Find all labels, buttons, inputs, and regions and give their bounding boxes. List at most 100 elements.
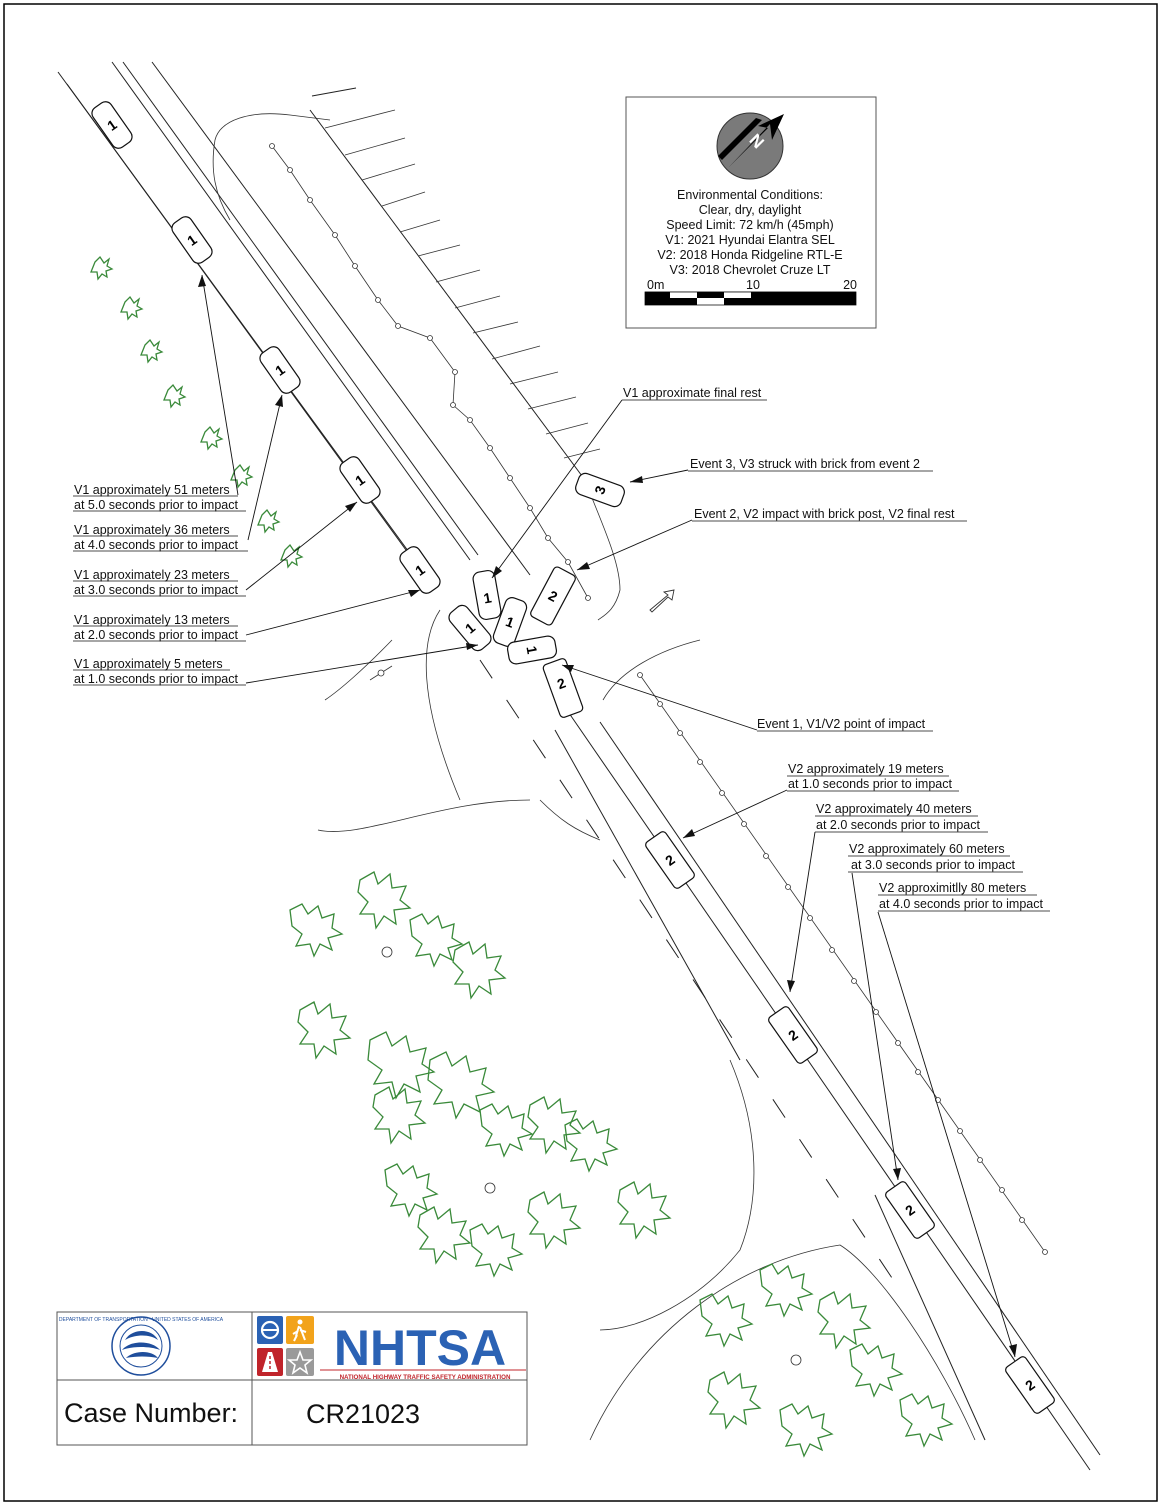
v1-label-3s-distance: V1 approximately 23 meters bbox=[74, 568, 230, 582]
v1-final-rest-label: V1 approximate final rest bbox=[623, 386, 762, 400]
star-icon bbox=[286, 1348, 314, 1376]
west-marker-post bbox=[377, 669, 385, 677]
scale-bar bbox=[644, 291, 857, 306]
road-edge-south-mid bbox=[559, 699, 1091, 1471]
south-lot-boundary bbox=[599, 1059, 755, 1331]
road-center-curb bbox=[111, 61, 471, 561]
south-lot-curve bbox=[317, 799, 531, 832]
event-labels: V1 approximate final rest Event 3, V3 st… bbox=[623, 386, 955, 731]
v2-label-1s-distance: V2 approximately 19 meters bbox=[788, 762, 944, 776]
v2-label-4s-distance: V2 approximitlly 80 meters bbox=[879, 881, 1026, 895]
nhtsa-full-name: NATIONAL HIGHWAY TRAFFIC SAFETY ADMINIST… bbox=[340, 1374, 511, 1381]
v1-position-1s: 1 bbox=[399, 546, 441, 594]
v2-position-3s: 2 bbox=[885, 1181, 935, 1239]
v1-position-labels: V1 approximately 51 meters at 5.0 second… bbox=[74, 483, 238, 686]
west-curb-curve bbox=[425, 609, 461, 801]
v2-label-2s-time: at 2.0 seconds prior to impact bbox=[816, 818, 980, 832]
north-fence-line bbox=[271, 145, 589, 599]
v1-position-3s: 1 bbox=[259, 346, 301, 394]
v1-rotation-2: 1 bbox=[506, 635, 558, 665]
v1-label-2s-time: at 2.0 seconds prior to impact bbox=[74, 628, 238, 642]
v2-label-4s-time: at 4.0 seconds prior to impact bbox=[879, 897, 1043, 911]
north-lot-corner bbox=[214, 113, 331, 141]
light-pole-1 bbox=[381, 946, 393, 958]
center-dashes bbox=[479, 659, 901, 1291]
v1-position-5s: 1 bbox=[91, 101, 133, 149]
north-lot-edge bbox=[212, 139, 231, 221]
v1-final-rest: 1 bbox=[472, 569, 502, 621]
v2-position-4s: 2 bbox=[1005, 1356, 1055, 1414]
road-edge-south-west bbox=[554, 729, 741, 1061]
svg-text:1: 1 bbox=[523, 645, 540, 656]
v2-position-1s: 2 bbox=[645, 831, 695, 889]
env-line-5: V3: 2018 Chevrolet Cruze LT bbox=[670, 263, 831, 277]
v1-label-4s-distance: V1 approximately 36 meters bbox=[74, 523, 230, 537]
v1-rotation-1: 1 bbox=[492, 597, 528, 647]
case-number-value: CR21023 bbox=[306, 1399, 420, 1429]
svg-text:1: 1 bbox=[482, 589, 493, 606]
east-fence-line bbox=[639, 674, 1046, 1253]
v1-position-2s: 1 bbox=[339, 456, 381, 504]
north-arrow-icon: N bbox=[716, 112, 784, 180]
leader-lines bbox=[201, 274, 1016, 1358]
west-driveway-line bbox=[324, 639, 393, 701]
v1-label-3s-time: at 3.0 seconds prior to impact bbox=[74, 583, 238, 597]
case-info-box: DEPARTMENT OF TRANSPORTATION · UNITED ST… bbox=[56, 1311, 528, 1446]
vegetation bbox=[90, 255, 954, 1458]
v1-label-1s-time: at 1.0 seconds prior to impact bbox=[74, 672, 238, 686]
v1-label-4s-time: at 4.0 seconds prior to impact bbox=[74, 538, 238, 552]
scale-label-20: 20 bbox=[843, 278, 857, 292]
dot-seal-logo: DEPARTMENT OF TRANSPORTATION · UNITED ST… bbox=[59, 1316, 224, 1376]
dot-seal-text: DEPARTMENT OF TRANSPORTATION · UNITED ST… bbox=[59, 1317, 224, 1323]
event2-label: Event 2, V2 impact with brick post, V2 f… bbox=[694, 507, 955, 521]
east-fence-posts bbox=[637, 672, 1048, 1255]
event3-label: Event 3, V3 struck with brick from event… bbox=[690, 457, 920, 471]
v1-at-impact: 1 bbox=[448, 604, 492, 652]
env-line-4: V2: 2018 Honda Ridgeline RTL-E bbox=[657, 248, 842, 262]
label-underlines bbox=[73, 399, 1050, 912]
v2-at-impact: 2 bbox=[542, 658, 584, 718]
env-heading: Environmental Conditions: bbox=[677, 188, 823, 202]
env-line-3: V1: 2021 Hyundai Elantra SEL bbox=[665, 233, 835, 247]
nhtsa-wordmark: NHTSA bbox=[334, 1320, 506, 1376]
v1-label-5s-time: at 5.0 seconds prior to impact bbox=[74, 498, 238, 512]
scale-label-10: 10 bbox=[746, 278, 760, 292]
v1-label-2s-distance: V1 approximately 13 meters bbox=[74, 613, 230, 627]
light-pole-3 bbox=[790, 1354, 802, 1366]
north-lot-top bbox=[311, 87, 357, 97]
v1-label-5s-distance: V1 approximately 51 meters bbox=[74, 483, 230, 497]
v2-label-3s-distance: V2 approximately 60 meters bbox=[849, 842, 1005, 856]
road-edge-south-inner bbox=[874, 1194, 986, 1441]
page-border bbox=[3, 3, 1158, 1502]
roadway bbox=[57, 61, 1101, 1471]
v2-label-1s-time: at 1.0 seconds prior to impact bbox=[788, 777, 952, 791]
env-line-2: Speed Limit: 72 km/h (45mph) bbox=[666, 218, 833, 232]
event1-label: Event 1, V1/V2 point of impact bbox=[757, 717, 926, 731]
case-number-label: Case Number: bbox=[64, 1398, 238, 1428]
v2-position-2s: 2 bbox=[768, 1006, 818, 1064]
v2-position-labels: V2 approximately 19 meters at 1.0 second… bbox=[788, 762, 1043, 911]
light-pole-2 bbox=[484, 1182, 496, 1194]
v2-label-2s-distance: V2 approximately 40 meters bbox=[816, 802, 972, 816]
scale-label-0: 0m bbox=[647, 278, 664, 292]
east-corner-curve bbox=[602, 639, 701, 701]
southeast-island bbox=[589, 1244, 976, 1441]
v3-parked: 3 bbox=[575, 472, 625, 508]
road-median-edge bbox=[122, 61, 479, 556]
north-fence-posts bbox=[269, 143, 591, 601]
north-lot-curb bbox=[309, 109, 586, 481]
env-line-1: Clear, dry, daylight bbox=[699, 203, 802, 217]
leader-arrowheads bbox=[198, 275, 1017, 1357]
travel-direction-arrow bbox=[649, 589, 675, 613]
v2-final-rest: 2 bbox=[530, 566, 576, 626]
south-lot-curve-2 bbox=[539, 799, 601, 841]
nhtsa-logo: NHTSA NATIONAL HIGHWAY TRAFFIC SAFETY AD… bbox=[257, 1316, 526, 1381]
environment-legend: N Environmental Conditions: Clear, dry, … bbox=[625, 96, 877, 329]
v2-label-3s-time: at 3.0 seconds prior to impact bbox=[851, 858, 1015, 872]
v1-position-4s: 1 bbox=[171, 216, 213, 264]
road-edge-east bbox=[151, 61, 531, 576]
road-edge-south-east bbox=[599, 721, 1101, 1456]
v1-label-1s-distance: V1 approximately 5 meters bbox=[74, 657, 223, 671]
north-lot-curve-end bbox=[584, 479, 621, 621]
